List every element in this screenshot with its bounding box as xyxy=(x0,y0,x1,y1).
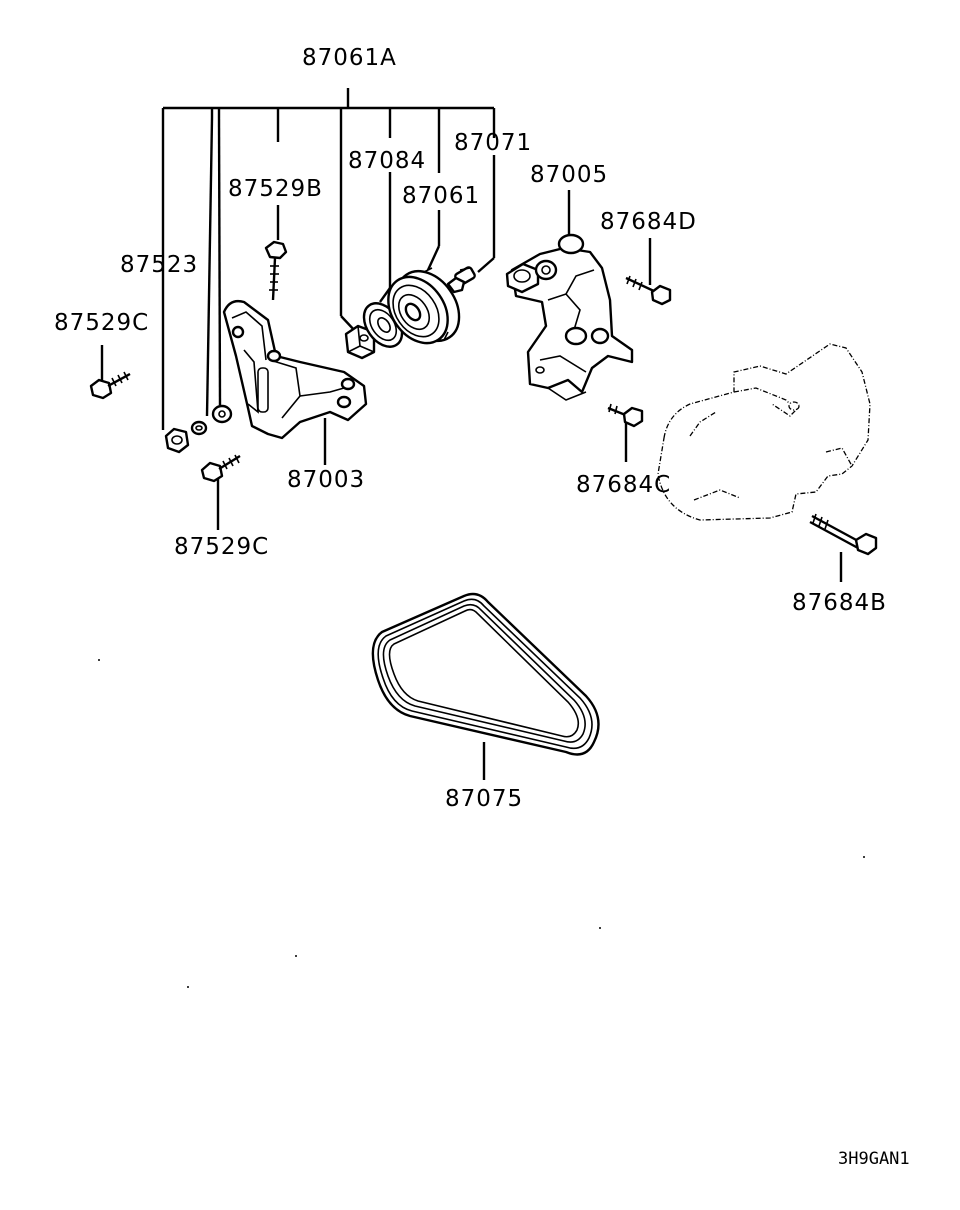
label-87529B: 87529B xyxy=(228,176,323,202)
label-87529C-left: 87529C xyxy=(54,310,149,336)
pulley-87061 xyxy=(362,267,461,348)
label-87529C-bottom: 87529C xyxy=(174,534,269,560)
compressor-phantom xyxy=(657,343,871,521)
diagram-code: 3H9GAN1 xyxy=(838,1149,910,1169)
label-87061: 87061 xyxy=(402,183,480,209)
bolt-87684D xyxy=(625,275,672,306)
label-87684B: 87684B xyxy=(792,590,887,616)
label-87084: 87084 xyxy=(348,148,426,174)
spacer-87084 xyxy=(344,324,376,360)
label-87684D: 87684D xyxy=(600,209,697,235)
label-87684C: 87684C xyxy=(576,472,671,498)
label-87005: 87005 xyxy=(530,162,608,188)
bracket-87003 xyxy=(222,299,368,440)
part-labels: 87061A 87084 87071 87061 87529B 87005 87… xyxy=(54,45,910,1169)
bolt-87684C xyxy=(607,403,644,428)
label-87061A: 87061A xyxy=(302,45,397,71)
bolt-87529C-bottom xyxy=(200,454,241,483)
bolt-87529B xyxy=(264,240,288,301)
bracket-87005 xyxy=(505,233,634,401)
nut-washers-87523 xyxy=(164,404,233,454)
leader-lines xyxy=(100,155,843,780)
belt-87075 xyxy=(371,592,600,756)
bolt-87529C-left xyxy=(89,371,131,400)
bolt-87684B xyxy=(809,513,878,556)
stud-87071 xyxy=(446,266,476,294)
label-87075: 87075 xyxy=(445,786,523,812)
label-87523: 87523 xyxy=(120,252,198,278)
scan-specks xyxy=(98,659,865,988)
leader-tree-87061A xyxy=(161,88,496,430)
label-87071: 87071 xyxy=(454,130,532,156)
label-87003: 87003 xyxy=(287,467,365,493)
